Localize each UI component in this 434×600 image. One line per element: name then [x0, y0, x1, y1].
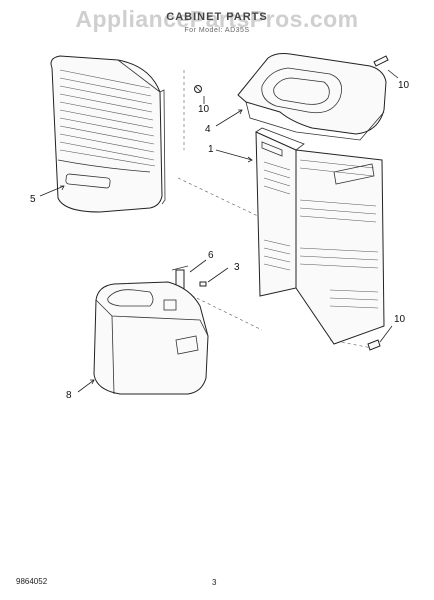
callout-8: 8	[66, 390, 72, 401]
diagram-subtitle: For Model: AD35S	[184, 27, 250, 34]
part-8-water-bucket	[93, 281, 209, 395]
document-code: 9864052	[16, 577, 48, 586]
handle-slot	[65, 173, 111, 189]
callout-10-bottom: 10	[394, 314, 406, 325]
page-number: 3	[212, 578, 217, 587]
screw-10-bottom	[367, 339, 381, 351]
callout-10-top: 10	[198, 104, 210, 115]
callout-3: 3	[234, 262, 240, 273]
callout-1: 1	[208, 144, 214, 155]
callout-5: 5	[30, 194, 36, 205]
screw-10-right	[373, 55, 389, 67]
screw-10-top	[194, 85, 202, 93]
part-3-clip	[199, 281, 207, 287]
callout-6: 6	[208, 250, 214, 261]
callout-4: 4	[205, 124, 211, 135]
part-1-cabinet-wrapper	[255, 127, 385, 345]
watermark: AppliancePartsPros.com	[75, 6, 359, 32]
side-vents	[263, 159, 379, 309]
callout-10-right: 10	[398, 80, 410, 91]
leader-lines	[39, 69, 399, 393]
diagram-title: CABINET PARTS	[166, 11, 268, 23]
part-4-top-panel	[237, 53, 387, 141]
grille-louvers	[59, 69, 156, 167]
part-5-front-grille-cover	[50, 55, 166, 213]
bucket-handle	[175, 335, 199, 355]
